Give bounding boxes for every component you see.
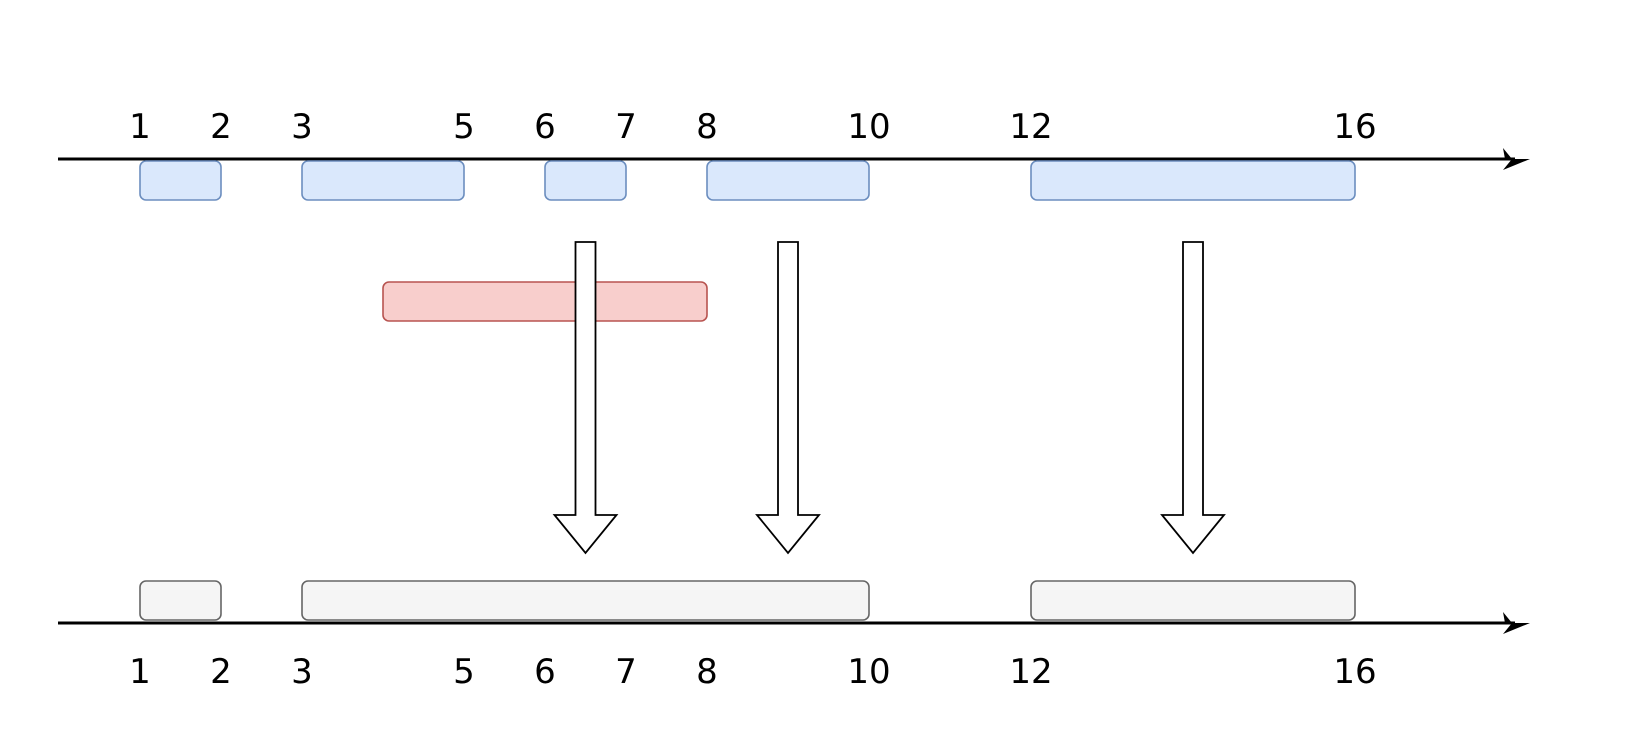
bottom-tick-label: 12: [1009, 652, 1052, 692]
top-tick-label: 8: [696, 107, 718, 147]
original-interval: [544, 160, 627, 201]
merged-interval: [1030, 580, 1356, 621]
merged-interval: [139, 580, 222, 621]
top-tick-label: 16: [1333, 107, 1376, 147]
original-interval: [139, 160, 222, 201]
original-interval: [301, 160, 465, 201]
bottom-axis-arrowhead: [1503, 612, 1530, 634]
merge-arrows: [552, 241, 1226, 555]
down-arrow-icon: [552, 241, 619, 555]
top-tick-label: 2: [210, 107, 232, 147]
bottom-tick-label: 2: [210, 652, 232, 692]
original-interval: [706, 160, 870, 201]
bottom-tick-label: 7: [615, 652, 637, 692]
merged-interval: [301, 580, 870, 621]
top-axis-arrowhead: [1503, 148, 1530, 170]
top-tick-label: 1: [129, 107, 151, 147]
bottom-tick-label: 5: [453, 652, 475, 692]
down-arrow-icon: [755, 241, 821, 555]
top-tick-label: 10: [847, 107, 890, 147]
bottom-tick-label: 10: [847, 652, 890, 692]
top-tick-label: 3: [291, 107, 313, 147]
new-interval: [382, 281, 708, 322]
bottom-tick-label: 6: [534, 652, 556, 692]
top-intervals: [139, 160, 1356, 201]
top-tick-label: 6: [534, 107, 556, 147]
new-interval-group: [382, 281, 708, 322]
down-arrow-icon: [1160, 241, 1226, 555]
original-interval: [1030, 160, 1356, 201]
bottom-tick-label: 16: [1333, 652, 1376, 692]
bottom-tick-label: 1: [129, 652, 151, 692]
top-tick-label: 5: [453, 107, 475, 147]
top-tick-label: 12: [1009, 107, 1052, 147]
bottom-tick-label: 8: [696, 652, 718, 692]
top-tick-label: 7: [615, 107, 637, 147]
bottom-tick-label: 3: [291, 652, 313, 692]
bottom-intervals: [139, 580, 1356, 621]
